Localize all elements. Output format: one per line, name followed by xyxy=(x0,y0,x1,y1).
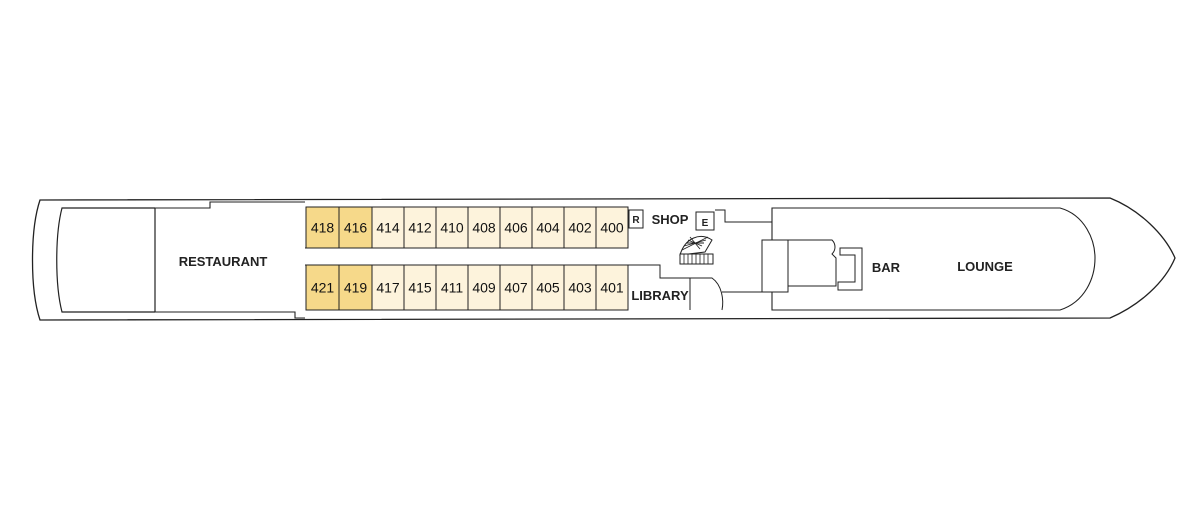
cabin-number-414: 414 xyxy=(376,220,400,236)
cabin-number-403: 403 xyxy=(568,280,592,296)
cabin-number-410: 410 xyxy=(440,220,464,236)
cabin-414[interactable] xyxy=(371,206,405,249)
cabin-number-404: 404 xyxy=(536,220,560,236)
restroom-box[interactable] xyxy=(628,209,644,229)
cabin-number-421: 421 xyxy=(311,280,335,296)
lounge-outline xyxy=(771,207,1096,311)
cabin-row-top: 418 416 414 412 410 408 406 404 402 400 xyxy=(305,206,629,249)
library-wall xyxy=(628,264,691,310)
cabin-number-402: 402 xyxy=(568,220,592,236)
cabin-405[interactable] xyxy=(531,264,565,311)
cabin-number-415: 415 xyxy=(408,280,432,296)
cabin-410[interactable] xyxy=(435,206,469,249)
cabin-number-409: 409 xyxy=(472,280,496,296)
restaurant-top-wall xyxy=(155,201,305,209)
elevator-box[interactable] xyxy=(695,211,715,231)
cabin-number-408: 408 xyxy=(472,220,496,236)
cabin-number-407: 407 xyxy=(504,280,528,296)
bar-label: BAR xyxy=(872,260,901,275)
shop-label: SHOP xyxy=(652,212,689,227)
cabin-418[interactable] xyxy=(305,206,340,249)
cabin-403[interactable] xyxy=(563,264,597,311)
cabin-407[interactable] xyxy=(499,264,533,311)
cabin-404[interactable] xyxy=(531,206,565,249)
restaurant-bottom-wall xyxy=(155,311,305,319)
cabin-415[interactable] xyxy=(403,264,437,311)
cabin-number-419: 419 xyxy=(344,280,368,296)
bar-seating xyxy=(837,247,863,291)
cabin-number-418: 418 xyxy=(311,220,335,236)
elevator-label: E xyxy=(702,218,709,229)
cabin-number-416: 416 xyxy=(344,220,368,236)
cabin-number-406: 406 xyxy=(504,220,528,236)
cabin-412[interactable] xyxy=(403,206,437,249)
cabin-number-400: 400 xyxy=(600,220,624,236)
cabin-406[interactable] xyxy=(499,206,533,249)
shop-wall xyxy=(715,209,772,223)
restroom-label: R xyxy=(632,215,640,226)
library-label: LIBRARY xyxy=(631,288,689,303)
cabin-number-405: 405 xyxy=(536,280,560,296)
bar-counter xyxy=(787,239,837,287)
cabin-408[interactable] xyxy=(467,206,501,249)
cabin-401[interactable] xyxy=(595,264,629,311)
cabin-409[interactable] xyxy=(467,264,501,311)
cabin-400[interactable] xyxy=(595,206,629,249)
cabin-number-401: 401 xyxy=(600,280,624,296)
lounge-label: LOUNGE xyxy=(957,259,1013,274)
restaurant-label: RESTAURANT xyxy=(179,254,268,269)
bar-service-area xyxy=(761,239,789,293)
cabin-number-412: 412 xyxy=(408,220,432,236)
cabin-number-417: 417 xyxy=(376,280,400,296)
cabin-row-bottom: 421 419 417 415 411 409 407 405 403 401 xyxy=(305,264,629,311)
cabin-number-411: 411 xyxy=(441,280,464,296)
library-door xyxy=(690,277,724,311)
cabin-419[interactable] xyxy=(338,264,373,311)
stern-inner-wall xyxy=(56,207,155,313)
cabin-411[interactable] xyxy=(435,264,469,311)
staircase-icon xyxy=(679,236,714,265)
cabin-421[interactable] xyxy=(305,264,340,311)
